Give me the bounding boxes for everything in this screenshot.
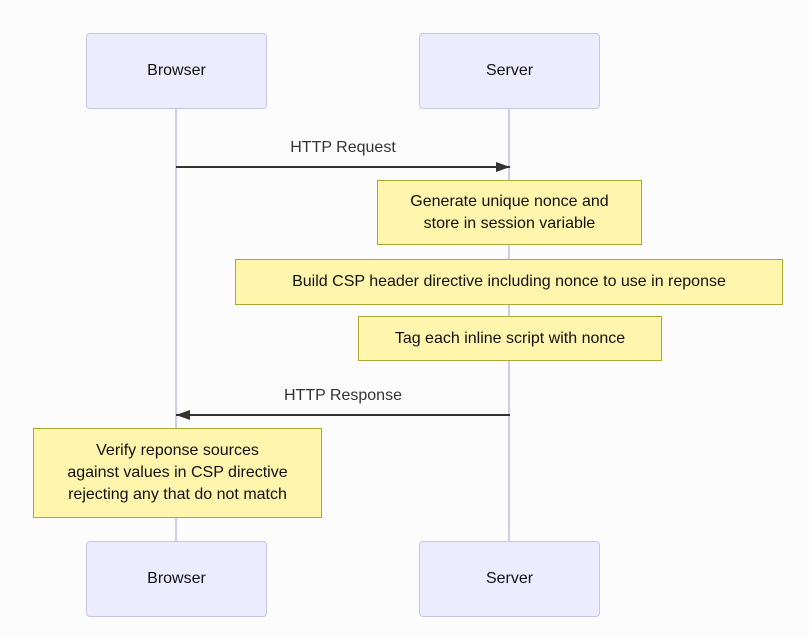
- note-generate-nonce: Generate unique nonce and store in sessi…: [377, 180, 642, 245]
- message-label-http-request: HTTP Request: [290, 139, 396, 156]
- note-line: Tag each inline script with nonce: [394, 329, 626, 347]
- message-label-http-response: HTTP Response: [284, 387, 402, 404]
- actor-browser-bottom: Browser: [86, 541, 267, 617]
- actor-server-top: Server: [419, 33, 600, 109]
- note-line: Generate unique nonce and: [410, 192, 609, 210]
- actor-label: Browser: [147, 570, 206, 587]
- lifeline-browser: [175, 109, 177, 541]
- note-line: Build CSP header directive including non…: [292, 273, 726, 290]
- actor-label: Server: [485, 570, 534, 587]
- actor-browser-top: Browser: [86, 33, 267, 109]
- note-tag-inline-script: Tag each inline script with nonce: [358, 316, 662, 361]
- note-line: Verify reponse sources: [96, 442, 259, 459]
- message-line-http-request: [176, 166, 510, 168]
- note-build-csp-header: Build CSP header directive including non…: [235, 259, 783, 305]
- actor-label: Server: [485, 62, 534, 79]
- actor-label: Browser: [147, 62, 206, 79]
- note-line: rejecting any that do not match: [68, 486, 287, 503]
- note-verify-sources: Verify reponse sources against values in…: [33, 428, 322, 518]
- actor-server-bottom: Server: [419, 541, 600, 617]
- note-line: against values in CSP directive: [67, 464, 288, 481]
- message-line-http-response: [176, 414, 510, 416]
- note-line: store in session variable: [423, 214, 596, 232]
- arrowhead-left-icon: [176, 410, 190, 420]
- arrowhead-right-icon: [496, 162, 510, 172]
